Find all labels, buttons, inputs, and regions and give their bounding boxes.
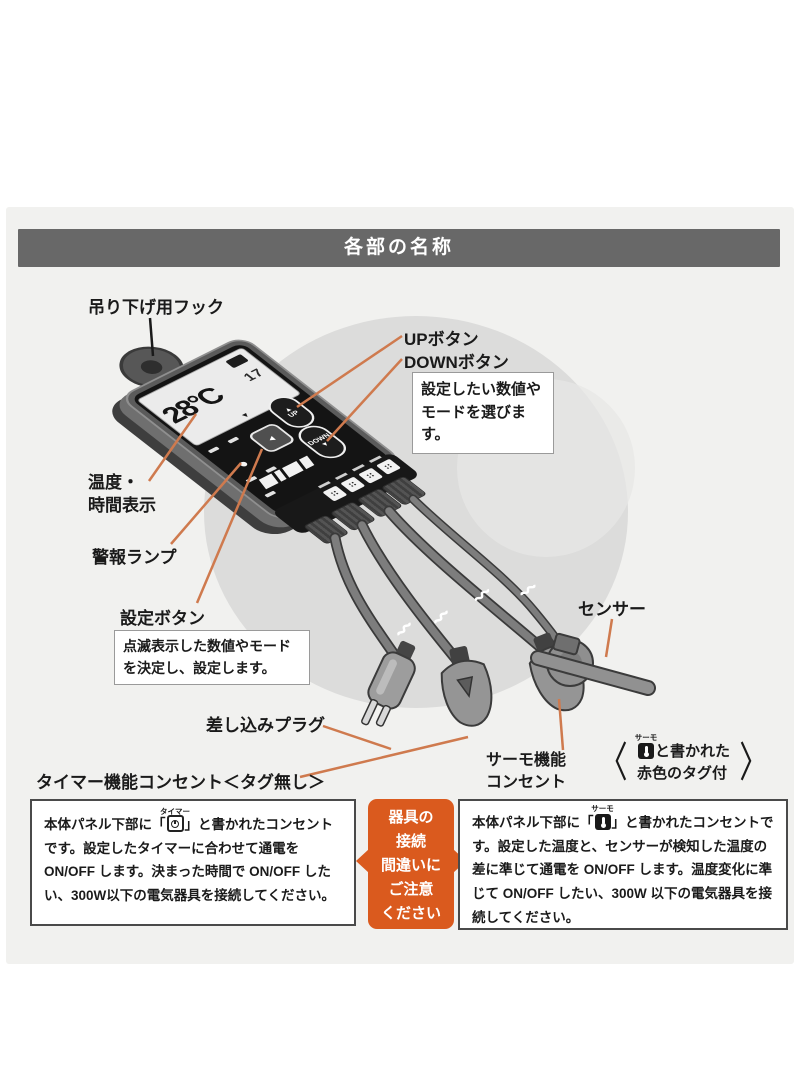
leader-up-button (296, 334, 403, 409)
updown-description-box: 設定したい数値やモードを選びます。 (412, 372, 554, 454)
leader-thermo-outlet (557, 698, 565, 751)
leader-timer-outlet (299, 735, 469, 779)
timer-outlet-description-box: 本体パネル下部に「タイマー」と書かれたコンセントです。設定したタイマーに合わせて… (30, 799, 356, 926)
leader-sensor (604, 618, 614, 658)
bracket-left: 〈 (598, 738, 628, 786)
thermo-tag-note: 〈 サーモと書かれた 赤色のタグ付 〉 (598, 733, 769, 786)
set-description-box: 点滅表示した数値やモードを決定し、設定します。 (114, 630, 310, 686)
sensor-cable (408, 494, 569, 655)
connection-warning-box: 器具の 接続 間違いに ご注意 ください (356, 799, 466, 929)
ac-plug (361, 640, 416, 727)
timer-outlet-cable (356, 519, 466, 670)
thermo-tag-icon: サーモ (635, 734, 657, 759)
thermo-outlet-cable (383, 505, 552, 658)
timer-outlet-connector (440, 646, 493, 727)
thermo-box-icon: サーモ (591, 805, 614, 830)
leader-plug (322, 724, 392, 751)
label-thermo-outlet: サーモ機能 コンセント (486, 752, 567, 791)
bracket-right: 〉 (739, 738, 769, 786)
label-down-button: DOWNボタン (404, 353, 509, 372)
label-plug: 差し込みプラグ (206, 716, 325, 735)
power-cable (329, 532, 404, 666)
sensor-probe (532, 652, 654, 694)
outlet-slot (456, 676, 474, 698)
label-sensor: センサー (578, 600, 646, 619)
label-display: 温度・ 時間表示 (88, 473, 156, 515)
label-hook: 吊り下げ用フック (88, 298, 224, 317)
leader-set-button (195, 448, 264, 604)
label-up-button: UPボタン (404, 330, 479, 349)
label-alarm-lamp: 警報ランプ (92, 548, 177, 567)
leader-display (147, 413, 198, 482)
plug-prong (375, 704, 391, 727)
thermo-outlet-description-box: 本体パネル下部に「サーモ」と書かれたコンセントです。設定した温度と、センサーが検… (458, 799, 788, 930)
leader-alarm-lamp (170, 462, 242, 545)
cable-ties (397, 584, 536, 636)
label-timer-outlet: タイマー機能コンセント＜タグ無し＞ (36, 773, 325, 792)
timer-clock-icon: タイマー (160, 808, 190, 832)
plug-prong (361, 698, 379, 726)
leader-lines (147, 317, 614, 779)
label-set-button: 設定ボタン (120, 609, 205, 628)
leader-hook (148, 317, 155, 357)
sensor-probe-assembly (530, 632, 656, 696)
section-title: 各部の名称 (18, 229, 780, 267)
sensor-clip (552, 632, 581, 656)
leader-down-button (326, 358, 403, 442)
